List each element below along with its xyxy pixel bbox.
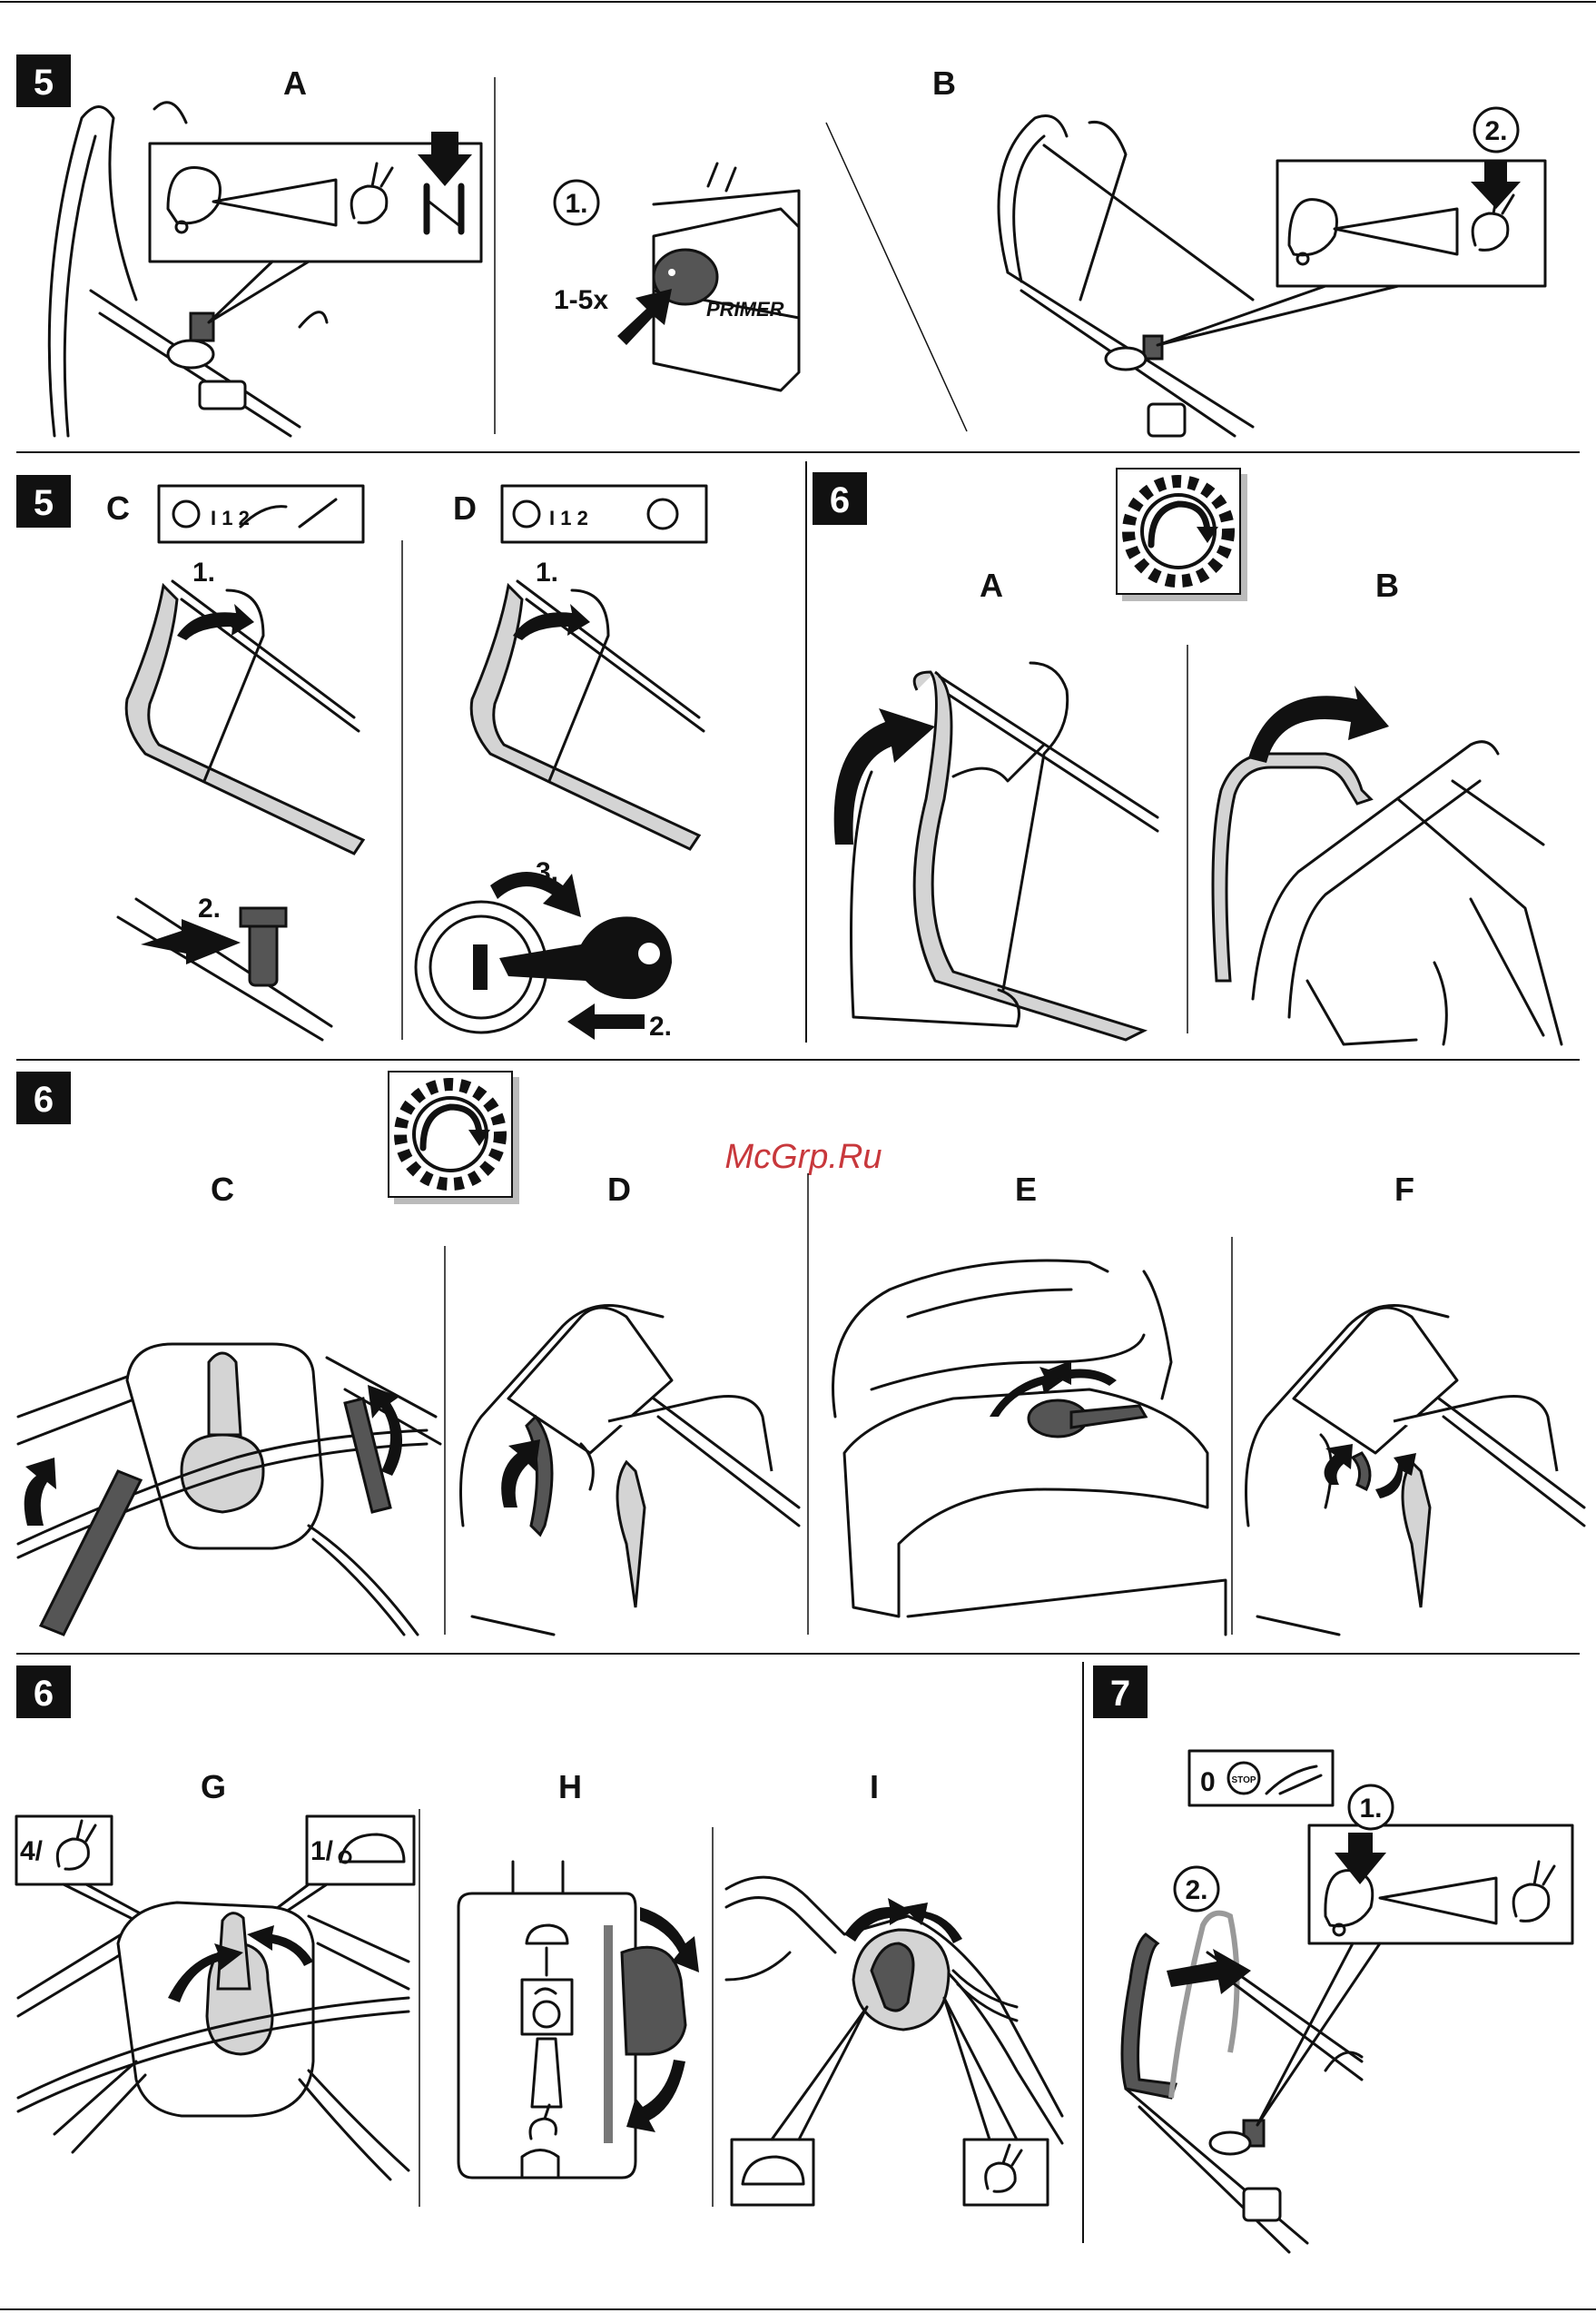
step-number: 1. bbox=[1359, 1794, 1382, 1824]
panel-label: H bbox=[558, 1768, 582, 1805]
speed-dial-illustration bbox=[458, 1862, 699, 2178]
mower-handle-illustration: 2. bbox=[999, 108, 1545, 436]
section-6-bottom: 6 G H I 4/ 1/ bbox=[16, 1666, 1062, 2207]
arrow-icon bbox=[490, 872, 581, 917]
arrow-icon bbox=[567, 1003, 645, 1040]
panel-label: D bbox=[453, 489, 477, 527]
step-number: 2. bbox=[1185, 1875, 1207, 1905]
step-badge: 6 bbox=[34, 1080, 54, 1120]
arrow-icon bbox=[25, 1458, 56, 1526]
ignition-switch bbox=[416, 902, 672, 1033]
panel-label: I bbox=[870, 1768, 879, 1805]
section-6-mid: 6 McGrp.Ru C D E F bbox=[16, 1072, 1584, 1635]
icon-box-text: 0 bbox=[1200, 1767, 1216, 1797]
panel-label: C bbox=[106, 489, 130, 527]
panel-label: D bbox=[607, 1171, 631, 1208]
control-box-illustration bbox=[18, 1344, 440, 1635]
step-badge: 5 bbox=[34, 63, 54, 103]
prime-count: 1-5x bbox=[554, 285, 608, 315]
step-badge: 5 bbox=[34, 483, 54, 523]
control-lever-illustration bbox=[1246, 1306, 1585, 1636]
section-7: 7 0 STOP 2. bbox=[1093, 1666, 1572, 2252]
step-number: 1. bbox=[536, 558, 558, 588]
primer-panel: 1. 1-5x PRIMER bbox=[554, 163, 799, 390]
folding-handle-illustration bbox=[834, 663, 1158, 1040]
step-number: 2. bbox=[1484, 116, 1507, 146]
arrow-icon bbox=[513, 604, 590, 640]
throttle-callout: 1. bbox=[1257, 1785, 1572, 2125]
speed-knob-illustration bbox=[726, 1877, 1062, 2205]
throttle-callout bbox=[150, 132, 481, 322]
speed-control-illustration: 4/ 1/ bbox=[16, 1816, 414, 2180]
primer-label: PRIMER bbox=[706, 298, 784, 321]
arrow-icon bbox=[1325, 1444, 1353, 1485]
step-badge: 6 bbox=[830, 480, 850, 520]
panel-label: F bbox=[1394, 1171, 1414, 1208]
icon-box-text: I 1 2 bbox=[549, 507, 588, 529]
panel-label: B bbox=[1375, 567, 1399, 604]
step-badge: 7 bbox=[1110, 1674, 1130, 1714]
step-number: 2. bbox=[649, 1012, 672, 1042]
gear-dial-icon bbox=[1117, 469, 1247, 601]
gear-dial-icon bbox=[389, 1072, 519, 1204]
speed-label-fast: 4/ bbox=[20, 1836, 44, 1866]
step-number: 2. bbox=[198, 894, 221, 924]
arrow-icon bbox=[1248, 686, 1389, 763]
speed-label-slow: 1/ bbox=[310, 1836, 334, 1866]
panel-label: G bbox=[201, 1768, 226, 1805]
panel-label: C bbox=[211, 1171, 234, 1208]
control-lever-illustration bbox=[461, 1306, 800, 1636]
arrow-icon bbox=[501, 1439, 540, 1507]
step-badge: 6 bbox=[34, 1674, 54, 1714]
folding-handle-illustration bbox=[1213, 686, 1562, 1044]
icon-box-text: I 1 2 bbox=[211, 507, 250, 529]
section-5-top: 5 A bbox=[16, 54, 1545, 436]
panel-label: B bbox=[932, 64, 956, 102]
section-6-top: 6 A B bbox=[813, 469, 1562, 1044]
panel-label: A bbox=[283, 64, 307, 102]
panel-label: E bbox=[1015, 1171, 1037, 1208]
key-icon bbox=[499, 916, 672, 999]
step-number: 1. bbox=[192, 558, 215, 588]
panel-label: A bbox=[980, 567, 1003, 604]
section-5-mid: 5 C I 1 2 1. 2. D I 1 2 bbox=[16, 475, 706, 1042]
watermark: McGrp.Ru bbox=[724, 1138, 882, 1176]
speed-lever-illustration bbox=[833, 1260, 1227, 1635]
step-number: 1. bbox=[565, 189, 587, 219]
stop-label: STOP bbox=[1231, 1775, 1256, 1785]
arrow-icon bbox=[617, 289, 672, 345]
